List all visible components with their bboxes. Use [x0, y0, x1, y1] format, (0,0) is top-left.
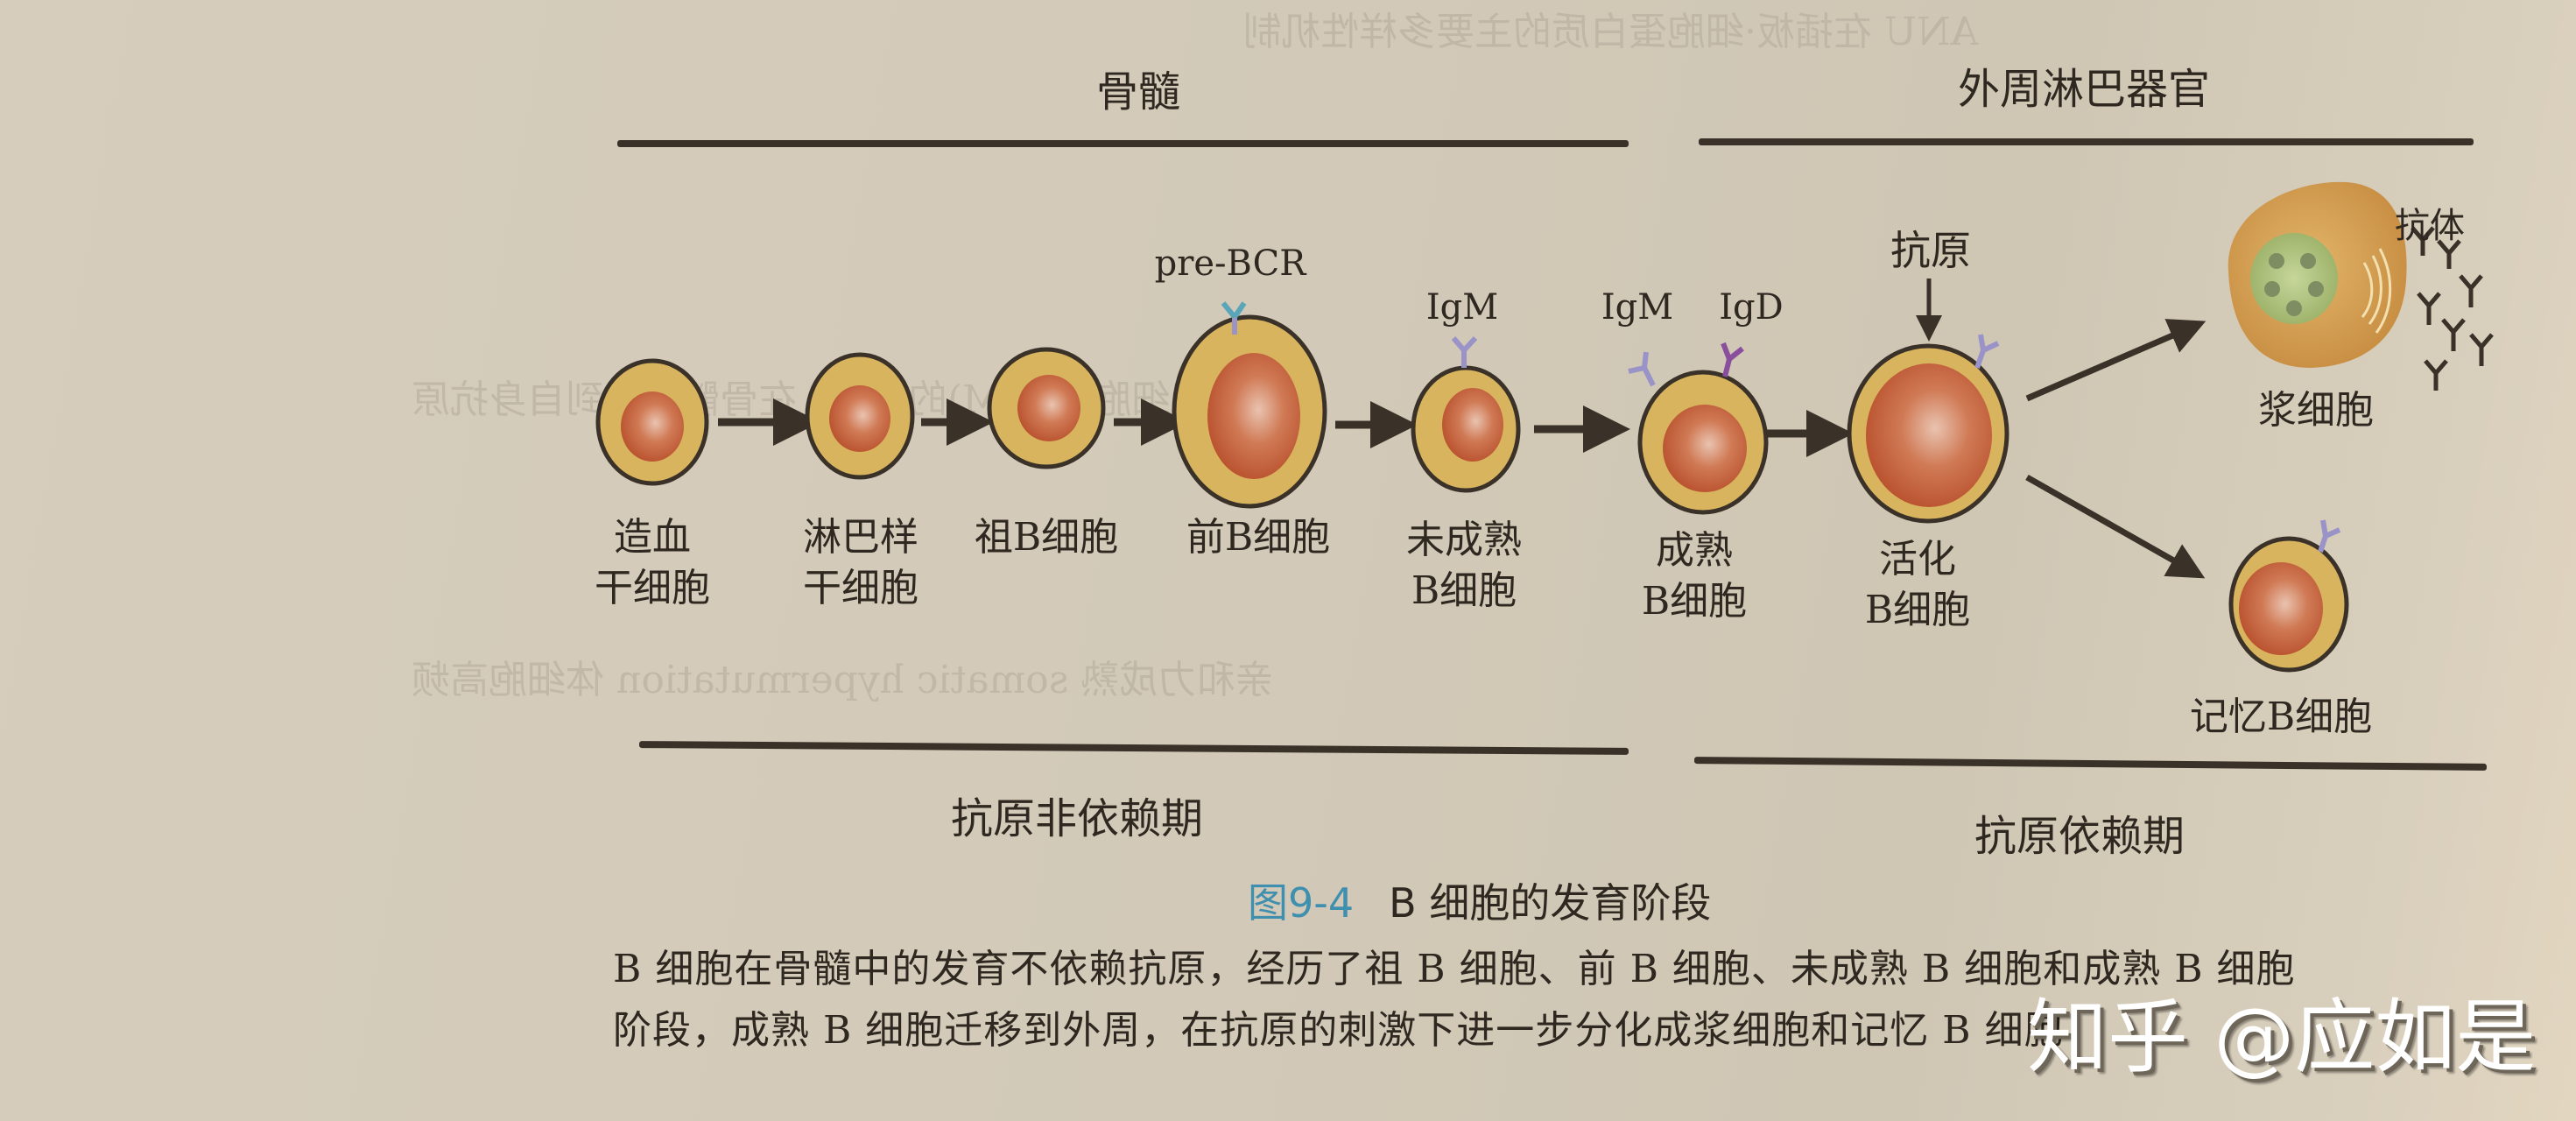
label-antigen: 抗原: [1890, 227, 1971, 274]
cell-label-mature-b: 成熟 B细胞: [1641, 528, 1748, 624]
cell-label-activated-b: 活化 B细胞: [1864, 537, 1971, 632]
cell-pro-b: [987, 347, 1106, 469]
cell-label-plasma: 浆细胞: [2258, 388, 2374, 433]
figure-title: B 细胞的发育阶段: [1389, 879, 1712, 927]
bcr-receptor-icon: [2318, 519, 2341, 553]
label-antibody: 抗体: [2395, 206, 2465, 246]
label-pre-bcr: pre-BCR: [1154, 243, 1306, 284]
cell-label-hsc: 造血 干细胞: [595, 515, 710, 610]
cell-plasma: [2228, 181, 2407, 368]
figure-number: 图9-4: [1248, 879, 1355, 927]
region-label-bone-marrow: 骨髓: [1095, 67, 1181, 116]
cell-label-pre-b: 前B细胞: [1186, 515, 1331, 560]
paragraph-line-2: 阶段，成熟 B 细胞迁移到外周，在抗原的刺激下进一步分化成浆细胞和记忆 B 细胞: [613, 1008, 2064, 1053]
figure-caption: 图9-4 B 细胞的发育阶段: [1248, 871, 1711, 929]
label-igm-mature: IgM: [1601, 287, 1674, 328]
region-label-peripheral-lymphoid: 外周淋巴器官: [1957, 65, 2211, 114]
cell-lymphoid-stem: [805, 352, 915, 480]
pre-bcr-receptor-icon: [1221, 301, 1247, 335]
peripheral-bracket-line: [1699, 138, 2474, 145]
arrow-to-plasma-icon: [2025, 319, 2206, 402]
bone-marrow-bracket-line: [617, 140, 1629, 147]
cell-pre-b: [1172, 301, 1327, 509]
label-igd-mature: IgD: [1719, 287, 1784, 328]
igm-receptor-icon: [1628, 351, 1656, 387]
cell-activated-b: [1847, 334, 2009, 524]
cell-hsc: [595, 358, 709, 486]
cell-memory-b: [2228, 519, 2349, 673]
watermark: 知乎 @应如是: [2027, 991, 2537, 1084]
bcr-receptor-icon: [1974, 334, 2000, 369]
arrow-to-memory-icon: [2025, 474, 2206, 579]
cell-label-pro-b: 祖B细胞: [974, 515, 1119, 560]
igm-receptor-icon: [1451, 335, 1478, 368]
cell-mature-b: [1628, 342, 1769, 515]
cell-immature-b: [1411, 335, 1521, 493]
cell-label-immature-b: 未成熟 B细胞: [1406, 518, 1522, 613]
cell-label-memory-b: 记忆B细胞: [2189, 694, 2373, 739]
antibody-icons: [2411, 226, 2494, 391]
igd-receptor-icon: [1721, 342, 1744, 377]
paragraph-line-1: B 细胞在骨髓中的发育不依赖抗原，经历了祖 B 细胞、前 B 细胞、未成熟 B …: [613, 947, 2296, 991]
period-label-antigen-independent: 抗原非依赖期: [950, 794, 1204, 843]
label-igm-immature: IgM: [1425, 287, 1499, 328]
period-label-antigen-dependent: 抗原依赖期: [1974, 812, 2185, 861]
cell-label-lymphoid-stem: 淋巴样 干细胞: [803, 515, 918, 610]
